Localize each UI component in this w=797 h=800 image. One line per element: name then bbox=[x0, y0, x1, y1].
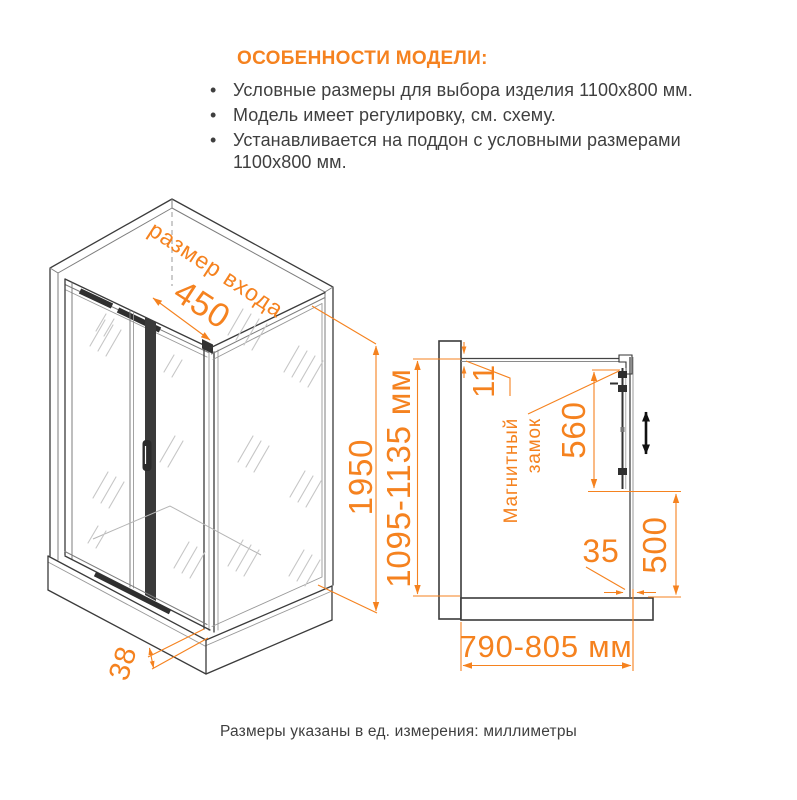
dim-line-tray bbox=[148, 647, 155, 669]
bullet-icon: • bbox=[210, 105, 217, 125]
dim-line-door-opening bbox=[152, 297, 211, 341]
bottom-track bbox=[93, 571, 172, 615]
bottom-rail bbox=[64, 551, 208, 625]
roller-clip-bottom bbox=[618, 468, 627, 475]
bullet-icon: • bbox=[210, 130, 217, 150]
dim-ext-tray bbox=[147, 628, 209, 670]
magnetic-lock-label: Магнитный bbox=[501, 418, 522, 523]
dim-adjustment-label: 35 bbox=[582, 533, 619, 569]
top-rail-3 bbox=[65, 289, 208, 358]
wall-profile-bar bbox=[438, 340, 462, 620]
dim-leader-gap bbox=[465, 360, 511, 396]
dim-ext-width bbox=[413, 358, 461, 597]
features-section: ОСОБЕННОСТИ МОДЕЛИ: • Условные размеры д… bbox=[210, 48, 755, 176]
list-item-text: Модель имеет регулировку, см. схему. bbox=[233, 105, 556, 125]
list-item: • Модель имеет регулировку, см. схему. bbox=[210, 104, 722, 126]
magnetic-lock-label-2: замок bbox=[524, 418, 545, 473]
roller-clip-top-1 bbox=[618, 371, 627, 378]
bullet-icon: • bbox=[210, 80, 217, 100]
dim-tray-height-label: 38 bbox=[103, 643, 144, 685]
frame-joints bbox=[49, 198, 334, 293]
side-top-rim-2 bbox=[211, 297, 326, 355]
list-item-text: Условные размеры для выбора изделия 1100… bbox=[233, 80, 693, 100]
panel-fitting bbox=[620, 427, 625, 432]
glass-hatching bbox=[87, 308, 324, 587]
side-glass-edges bbox=[211, 303, 323, 627]
tray-floor-lines bbox=[92, 505, 262, 556]
door-handle bbox=[142, 440, 152, 471]
iso-view-drawing: размер входа 450 1950 38 bbox=[47, 198, 380, 685]
dim-fixed-panel-label: 500 bbox=[636, 516, 673, 573]
corner-post-cap bbox=[202, 339, 213, 354]
shower-tray bbox=[47, 555, 333, 675]
tray-edge-bar bbox=[460, 597, 654, 621]
dim-ext-height bbox=[311, 305, 378, 614]
list-item: • Условные размеры для выбора изделия 11… bbox=[210, 79, 722, 101]
page-title: ОСОБЕННОСТИ МОДЕЛИ: bbox=[237, 48, 488, 69]
lock-leader-line bbox=[527, 370, 620, 415]
plan-view-drawing: 1095-1135 мм 11 Магнитный замок 560 500 … bbox=[380, 340, 681, 671]
dim-width-range-label: 1095-1135 мм bbox=[380, 368, 417, 588]
side-top-rim bbox=[209, 291, 326, 349]
units-note: Размеры указаны в ед. измерения: миллиме… bbox=[219, 723, 578, 740]
roller-clip-top-2 bbox=[618, 385, 627, 392]
features-list: • Условные размеры для выбора изделия 11… bbox=[210, 79, 722, 173]
dim-depth-range-label: 790-805 мм bbox=[459, 629, 632, 664]
list-item-text: Устанавливается на поддон с условными ра… bbox=[233, 130, 681, 172]
dim-height-label: 1950 bbox=[342, 439, 379, 516]
dim-ext-depth bbox=[460, 589, 634, 671]
dim-ext-door-panel bbox=[588, 369, 681, 493]
dim-wall-gap-label: 11 bbox=[466, 364, 501, 398]
dim-leader-adjustment bbox=[585, 566, 626, 590]
dim-door-panel-label: 560 bbox=[555, 401, 592, 458]
list-item: • Устанавливается на поддон с условными … bbox=[210, 129, 722, 173]
